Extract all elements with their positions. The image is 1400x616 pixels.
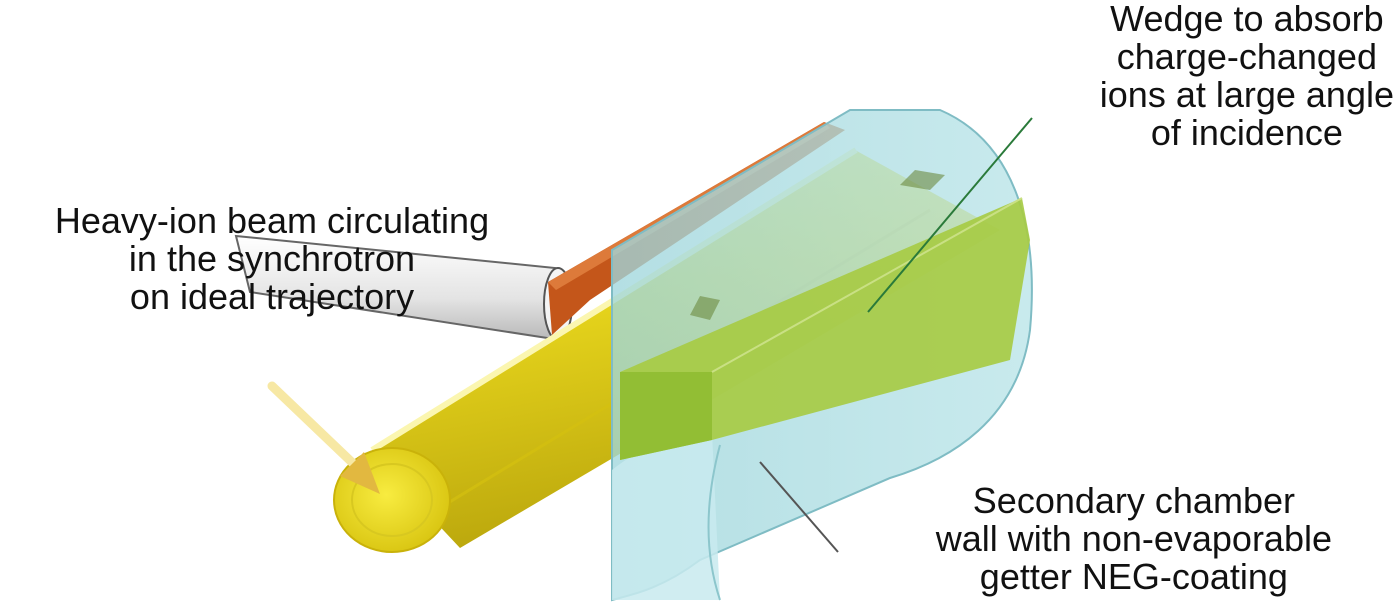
wall-label-line-2: wall with non-evaporable	[935, 518, 1332, 559]
wedge-absorber	[620, 170, 1030, 460]
wedge-label-line-2: charge-changed	[1116, 36, 1377, 77]
wall-label-line-3: getter NEG-coating	[979, 556, 1288, 597]
wedge-label-line-1: Wedge to absorb	[1110, 0, 1384, 39]
wedge-leader-line	[867, 117, 1033, 313]
wall-label: Secondary chamber wall with non-evaporab…	[936, 482, 1332, 596]
wedge-label-line-3: ions at large angle	[1099, 74, 1394, 115]
wall-label-line-1: Secondary chamber	[972, 480, 1295, 521]
beam-label-line-2: in the synchrotron	[128, 238, 416, 279]
beam-label-line-1: Heavy-ion beam circulating	[54, 200, 490, 241]
wall-leader-line	[759, 461, 839, 553]
incoming-beam-arrow	[267, 381, 380, 494]
beam-label-line-3: on ideal trajectory	[129, 276, 415, 317]
wedge-label: Wedge to absorb charge-changed ions at l…	[1100, 0, 1394, 152]
wedge-label-line-4: of incidence	[1150, 112, 1343, 153]
beam-label: Heavy-ion beam circulating in the synchr…	[2, 202, 542, 316]
